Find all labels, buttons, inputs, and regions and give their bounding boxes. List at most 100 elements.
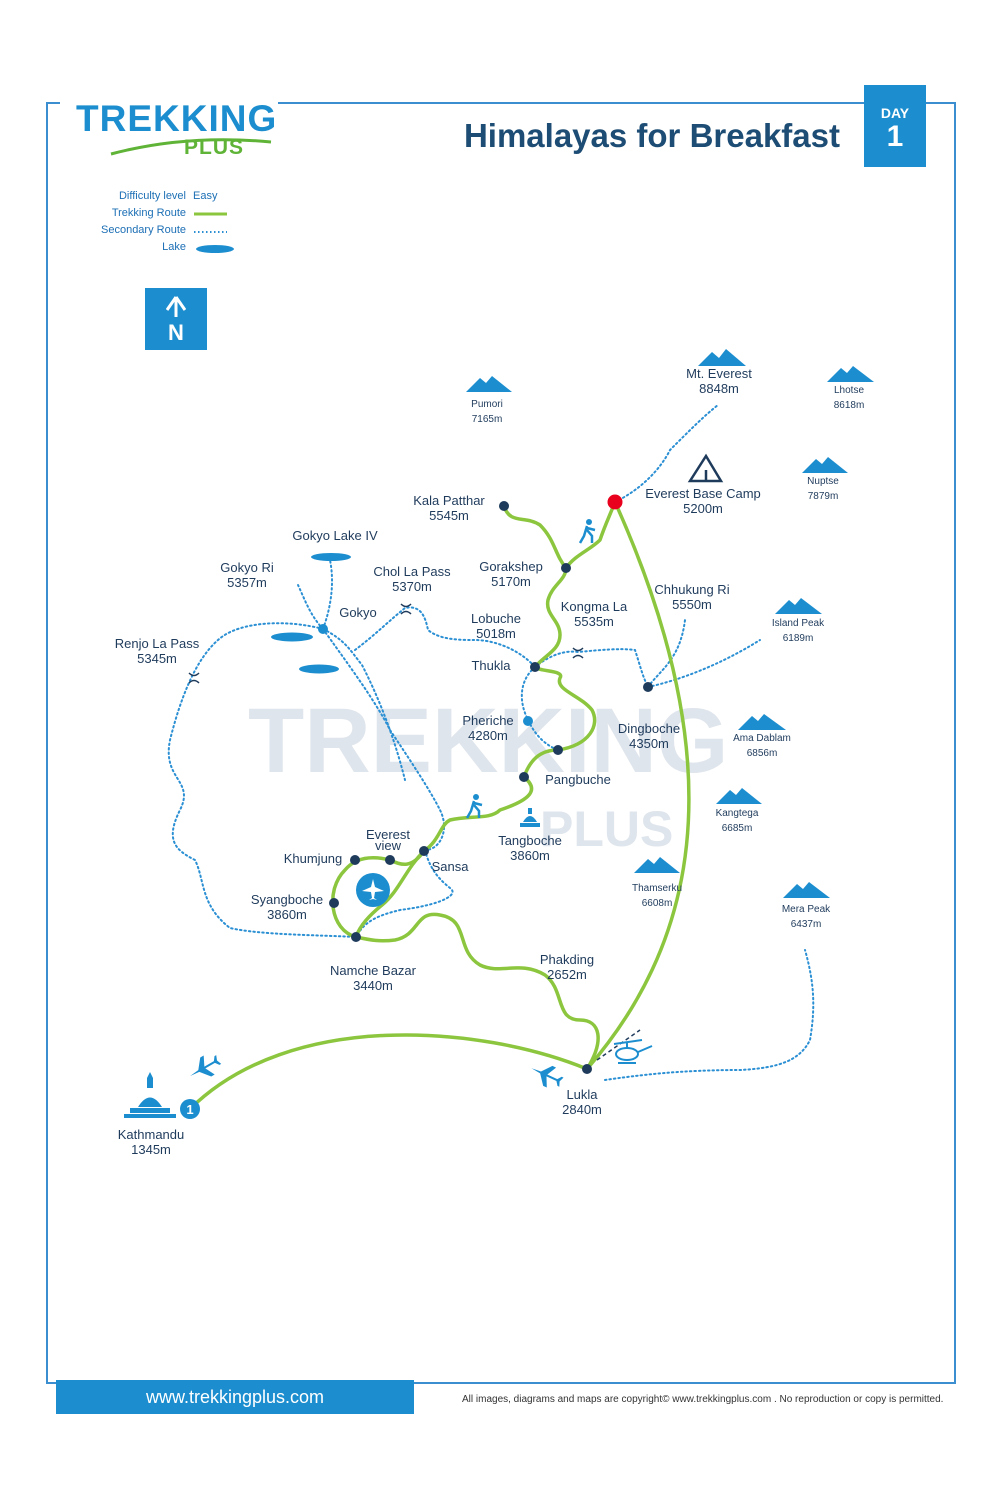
secondary-route-island <box>647 639 761 688</box>
place-name-lobuche: Lobuche <box>471 611 521 626</box>
peak-labels: Mt. Everest 8848m Pumori 7165m Lhotse 86… <box>471 366 864 930</box>
lake-gokyo-main <box>271 632 313 642</box>
airplane-icon-lukla <box>531 1065 564 1088</box>
waypoint-pheriche[interactable] <box>523 716 533 726</box>
airplane-icon-airport <box>362 879 384 900</box>
peak-name-nuptse: Nuptse <box>807 476 839 487</box>
place-name-lukla: Lukla <box>566 1087 598 1102</box>
helicopter-route <box>596 1029 641 1061</box>
airplane-icon-kathmandu <box>190 1055 222 1077</box>
place-alt-chhukung-ri: 5550m <box>672 597 712 612</box>
legend-difficulty-label: Difficulty level <box>118 190 186 202</box>
peak-icon-pumori <box>466 376 512 392</box>
trekking-route-loop-east <box>354 849 426 939</box>
peak-name-mera-peak: Mera Peak <box>782 904 831 915</box>
secondary-route-chol-la <box>354 606 536 668</box>
place-name-gorakshep: Gorakshep <box>479 559 543 574</box>
map-legend: Difficulty level Easy Trekking Route Sec… <box>100 190 260 258</box>
waypoint-pangbuche-junction[interactable] <box>553 745 563 755</box>
place-alt-namche-bazar: 3440m <box>353 978 393 993</box>
peak-alt-pumori: 7165m <box>472 414 503 425</box>
place-name-tangboche: Tangboche <box>498 833 562 848</box>
logo-swoosh <box>110 138 272 156</box>
logo-sub-text: PLUS <box>184 136 245 159</box>
place-name-namche-bazar: Namche Bazar <box>330 963 417 978</box>
place-name-syangboche: Syangboche <box>251 892 323 907</box>
peak-alt-kangtega: 6685m <box>722 823 753 834</box>
place-name-everest-view-2: view <box>375 838 402 853</box>
place-name-everest-view-1: Everest <box>366 827 410 842</box>
waypoint-khumjung[interactable] <box>350 855 360 865</box>
day-label: DAY <box>880 105 910 121</box>
secondary-route-chhukung <box>647 619 686 688</box>
trekking-route-to-tangboche <box>422 775 534 853</box>
waypoints <box>329 501 653 1074</box>
peak-icon-island-peak <box>775 598 822 614</box>
place-alt-kathmandu: 1345m <box>131 1142 171 1157</box>
map-frame <box>46 102 956 1384</box>
secondary-route-gokyo-valley <box>322 628 445 851</box>
waypoint-namche-bazar[interactable] <box>351 932 361 942</box>
north-label: N <box>168 320 184 345</box>
place-alt-phakding: 2652m <box>547 967 587 982</box>
peak-alt-mt-everest: 8848m <box>699 381 739 396</box>
waypoint-syangboche[interactable] <box>329 898 339 908</box>
place-name-chol-la-pass: Chol La Pass <box>373 564 451 579</box>
waypoint-gorakshep[interactable] <box>561 563 571 573</box>
place-name-everest-base-camp: Everest Base Camp <box>645 486 761 501</box>
place-name-sansa: Sansa <box>432 859 470 874</box>
place-alt-tangboche: 3860m <box>510 848 550 863</box>
start-marker-kathmandu[interactable] <box>180 1099 200 1119</box>
place-alt-lukla: 2840m <box>562 1102 602 1117</box>
trekking-route-gorakshep-ebc <box>564 500 617 570</box>
waypoint-pangbuche[interactable] <box>519 772 529 782</box>
place-alt-renjo-la-pass: 5345m <box>137 651 177 666</box>
waypoint-sansa[interactable] <box>419 846 429 856</box>
website-link[interactable]: www.trekkingplus.com <box>56 1380 414 1414</box>
secondary-route-gokyo-cross <box>322 628 406 781</box>
place-alt-syangboche: 3860m <box>267 907 307 922</box>
waypoint-gokyo[interactable] <box>318 624 328 634</box>
peak-icon-mera-peak <box>783 882 830 898</box>
waypoint-thukla[interactable] <box>530 662 540 672</box>
legend-secondary-route-swatch <box>194 231 227 233</box>
start-marker-number: 1 <box>186 1102 193 1117</box>
waypoint-dingboche[interactable] <box>643 682 653 692</box>
place-alt-everest-base-camp: 5200m <box>683 501 723 516</box>
place-alt-gorakshep: 5170m <box>491 574 531 589</box>
peak-alt-nuptse: 7879m <box>808 491 839 502</box>
secondary-route-mera <box>604 949 815 1081</box>
trekking-route-lobuche <box>533 566 568 669</box>
peak-name-kangtega: Kangtega <box>716 808 759 819</box>
frame-gap <box>60 96 278 110</box>
tent-icon-everest-base-camp <box>687 453 724 483</box>
waypoint-lukla[interactable] <box>582 1064 592 1074</box>
place-name-gokyo: Gokyo <box>339 605 377 620</box>
watermark-sub: PLUS <box>540 801 673 857</box>
legend-trekking-route-label: Trekking Route <box>111 207 186 219</box>
legend-lake-swatch <box>196 245 234 253</box>
legend-secondary-route-label: Secondary Route <box>101 224 186 236</box>
place-name-phakding: Phakding <box>540 952 594 967</box>
place-name-kathmandu: Kathmandu <box>118 1127 185 1142</box>
place-alt-gokyo-ri: 5357m <box>227 575 267 590</box>
destination-everest-base-camp[interactable] <box>607 494 623 510</box>
secondary-route-kongma <box>534 648 649 688</box>
secondary-route-renjo <box>167 622 357 938</box>
peaks <box>466 349 874 898</box>
stupa-icon-kathmandu <box>124 1072 176 1118</box>
day-badge: DAY 1 <box>864 85 926 167</box>
place-name-kongma-la: Kongma La <box>561 599 628 614</box>
place-name-khumjung: Khumjung <box>284 851 343 866</box>
place-alt-lobuche: 5018m <box>476 626 516 641</box>
waypoint-kala-patthar[interactable] <box>499 501 509 511</box>
legend-trekking-route-swatch <box>194 212 227 216</box>
trekking-plus-logo[interactable]: TREKKING PLUS <box>76 82 276 166</box>
place-name-chhukung-ri: Chhukung Ri <box>654 582 729 597</box>
place-alt-dingboche: 4350m <box>629 736 669 751</box>
peak-name-mt-everest: Mt. Everest <box>686 366 752 381</box>
place-name-gokyo-lake-iv: Gokyo Lake IV <box>292 528 378 543</box>
secondary-route-sansa <box>355 849 454 938</box>
waypoint-everest-view[interactable] <box>385 855 395 865</box>
